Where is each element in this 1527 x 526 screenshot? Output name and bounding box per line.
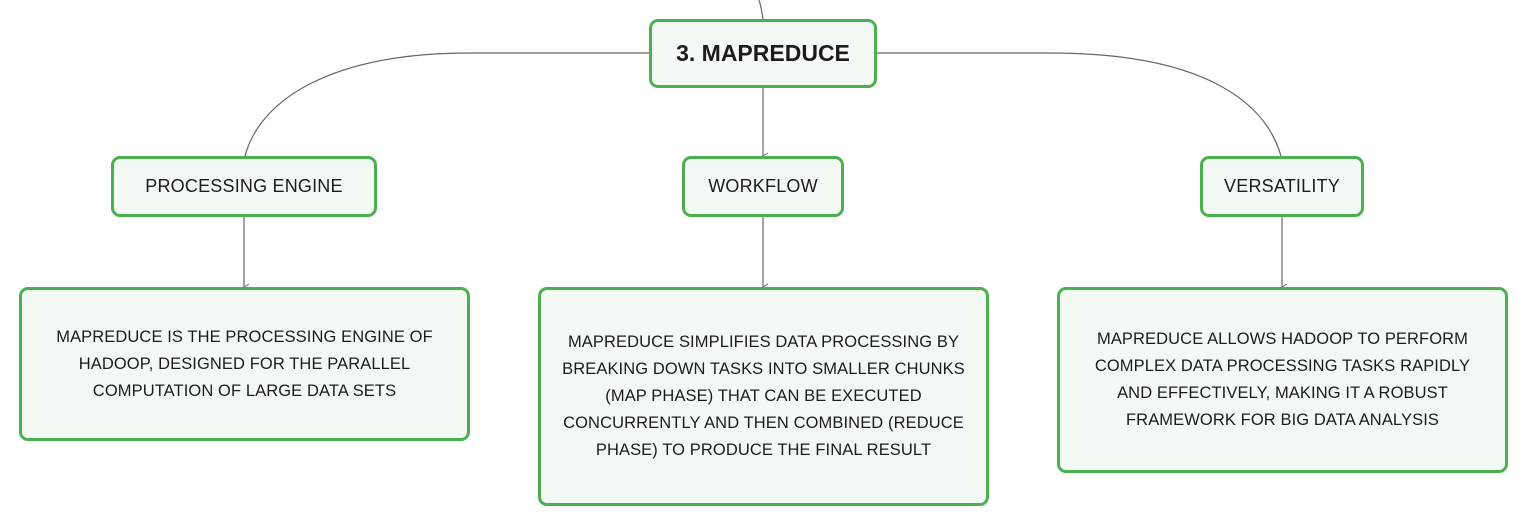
topic-node-versatility[interactable]: VERSATILITY (1200, 156, 1364, 217)
connector-root-to-versatility (877, 52, 1282, 157)
description-text-versatility: MAPREDUCE ALLOWS HADOOP TO PERFORM COMPL… (1094, 330, 1471, 429)
description-text-processing-engine: MAPREDUCE IS THE PROCESSING ENGINE OF HA… (56, 327, 433, 400)
topic-node-processing-engine[interactable]: PROCESSING ENGINE (111, 156, 377, 217)
description-node-processing-engine[interactable]: MAPREDUCE IS THE PROCESSING ENGINE OF HA… (19, 287, 470, 441)
description-node-workflow[interactable]: MAPREDUCE SIMPLIFIES DATA PROCESSING BY … (538, 287, 989, 506)
connector-root-to-processing-engine (244, 52, 649, 157)
description-text-workflow: MAPREDUCE SIMPLIFIES DATA PROCESSING BY … (562, 333, 965, 459)
root-node-label: 3. MAPREDUCE (676, 40, 850, 66)
topic-label-versatility: VERSATILITY (1224, 176, 1340, 196)
topic-label-workflow: WORKFLOW (708, 176, 818, 196)
description-node-versatility[interactable]: MAPREDUCE ALLOWS HADOOP TO PERFORM COMPL… (1057, 287, 1508, 473)
topic-node-workflow[interactable]: WORKFLOW (682, 156, 844, 217)
topic-label-processing-engine: PROCESSING ENGINE (145, 176, 343, 196)
root-node-mapreduce[interactable]: 3. MAPREDUCE (649, 19, 877, 88)
incoming-connector (758, 0, 764, 20)
